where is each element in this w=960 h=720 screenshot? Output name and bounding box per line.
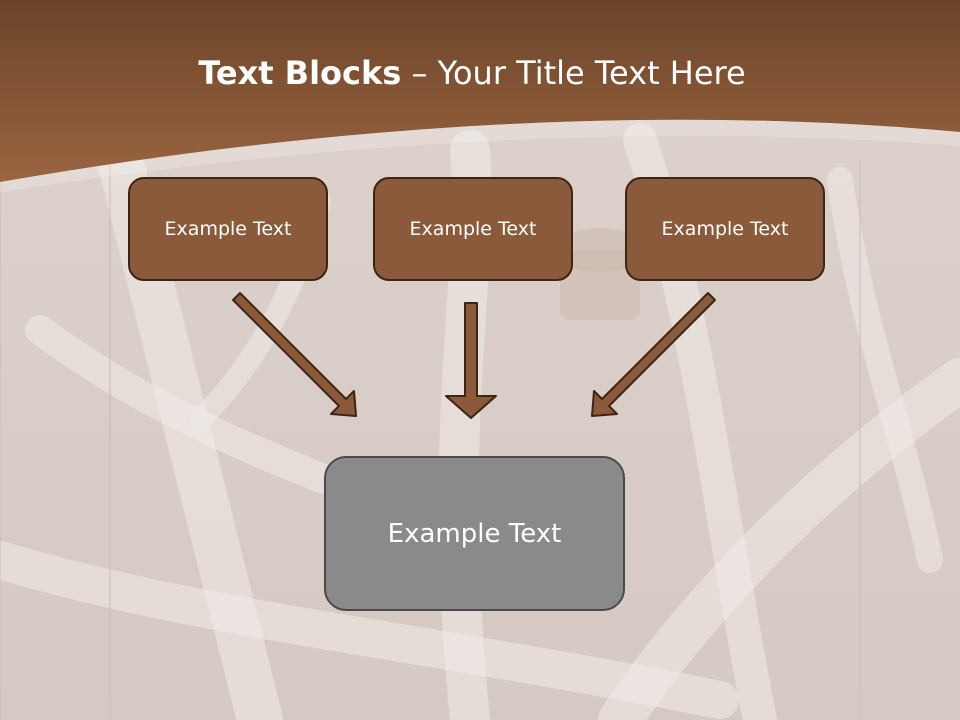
slide-title: Text Blocks – Your Title Text Here [0, 54, 944, 92]
text-block-bottom[interactable]: Example Text [324, 456, 625, 611]
text-block-right[interactable]: Example Text [625, 177, 825, 281]
title-rest: Your Title Text Here [437, 54, 746, 92]
text-block-center-label: Example Text [409, 218, 537, 240]
title-bold: Text Blocks [198, 54, 402, 92]
arrow-down-icon [445, 302, 497, 419]
text-block-left[interactable]: Example Text [128, 177, 328, 281]
text-block-bottom-label: Example Text [387, 518, 562, 549]
text-block-right-label: Example Text [661, 218, 789, 240]
title-dash: – [401, 54, 438, 92]
arrow-down-right-icon [232, 292, 357, 417]
text-block-center[interactable]: Example Text [373, 177, 573, 281]
arrow-down-left-icon [591, 292, 716, 417]
text-block-left-label: Example Text [164, 218, 292, 240]
